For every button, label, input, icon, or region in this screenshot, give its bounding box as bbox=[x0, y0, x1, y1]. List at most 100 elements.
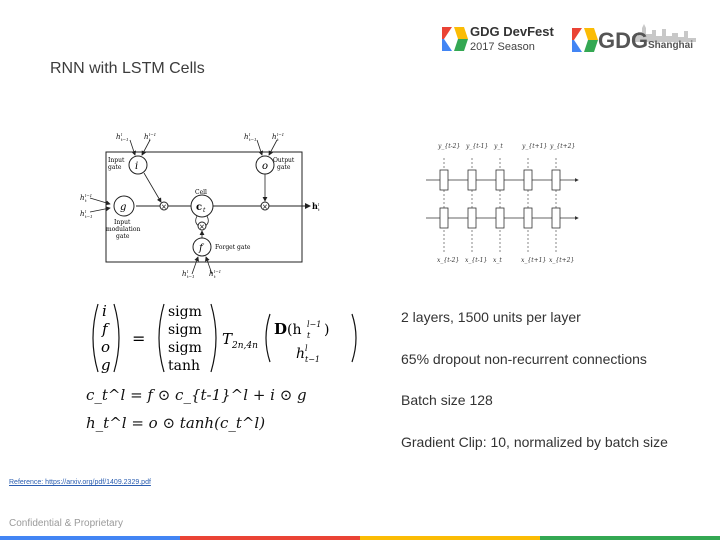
svg-text:l−1: l−1 bbox=[214, 269, 221, 274]
T-subscript: 2n,4n bbox=[231, 341, 258, 351]
svg-text:t: t bbox=[214, 274, 216, 279]
svg-text:h: h bbox=[209, 270, 214, 278]
input-label-4: x_{t+2} bbox=[549, 257, 574, 264]
vec-left-0: i bbox=[102, 302, 107, 320]
lstm-unit-0-2 bbox=[495, 169, 505, 191]
svg-text:(h: (h bbox=[287, 322, 301, 338]
node-i: i bbox=[135, 161, 138, 172]
svg-text:t−1: t−1 bbox=[249, 137, 257, 142]
bar-blue bbox=[0, 536, 180, 540]
svg-text:t: t bbox=[85, 198, 87, 203]
svg-text:t: t bbox=[307, 331, 311, 340]
output-gate-line2: gate bbox=[277, 164, 291, 171]
bullet-gradclip: Gradient Clip: 10, normalized by batch s… bbox=[401, 434, 668, 450]
svg-text:×: × bbox=[262, 203, 268, 211]
lstm-unit-1-4 bbox=[551, 207, 561, 229]
svg-text:l: l bbox=[187, 269, 189, 274]
svg-text:l: l bbox=[318, 202, 320, 207]
T-symbol: T bbox=[222, 330, 233, 348]
gdg-chevron-icon bbox=[572, 28, 598, 52]
input-gate-line1: Input bbox=[108, 157, 125, 164]
lstm-equations: i f o g = sigm sigm sigm tanh T 2n,4n D … bbox=[84, 300, 384, 440]
bullet-batch: Batch size 128 bbox=[401, 392, 493, 408]
node-o: o bbox=[262, 161, 268, 172]
vec-left-2: o bbox=[101, 338, 110, 356]
output-label-1: y_{t-1} bbox=[465, 143, 488, 150]
gdg-devfest-logo: GDG DevFest 2017 Season bbox=[440, 21, 558, 57]
input-label-3: x_{t+1} bbox=[521, 257, 546, 264]
svg-text:t−1: t−1 bbox=[305, 355, 320, 364]
svg-text:h: h bbox=[296, 346, 305, 362]
svg-text:l−1: l−1 bbox=[277, 132, 284, 137]
svg-text:): ) bbox=[324, 322, 329, 338]
svg-text:t−1: t−1 bbox=[121, 137, 129, 142]
reference-link[interactable]: Reference: https://arxiv.org/pdf/1409.23… bbox=[9, 479, 151, 486]
vec-right-0: sigm bbox=[168, 304, 202, 320]
node-f: f bbox=[198, 243, 205, 254]
svg-text:×: × bbox=[161, 203, 167, 211]
svg-text:l: l bbox=[121, 132, 123, 137]
input-label-1: x_{t-1} bbox=[465, 257, 487, 264]
lstm-unit-1-1 bbox=[467, 207, 477, 229]
svg-text:t−1: t−1 bbox=[85, 214, 93, 219]
svg-text:t: t bbox=[149, 137, 151, 142]
imod-line3: gate bbox=[116, 233, 130, 240]
svg-text:t: t bbox=[277, 137, 279, 142]
google-color-bar bbox=[0, 536, 720, 540]
output-label-4: y_{t+2} bbox=[549, 143, 575, 150]
devfest-title: GDG DevFest bbox=[470, 24, 554, 39]
skyline-icon bbox=[632, 24, 696, 42]
svg-text:l: l bbox=[85, 209, 87, 214]
output-label-0: y_{t-2} bbox=[437, 143, 460, 150]
vec-right-3: tanh bbox=[168, 358, 200, 374]
input-label-2: x_t bbox=[493, 257, 502, 264]
D-symbol: D bbox=[274, 320, 287, 338]
svg-text:h: h bbox=[144, 133, 149, 141]
bullet-layers: 2 layers, 1500 units per layer bbox=[401, 309, 581, 325]
gdg-city: Shanghai bbox=[648, 40, 694, 51]
vec-right-1: sigm bbox=[168, 322, 202, 338]
lstm-unit-1-2 bbox=[495, 207, 505, 229]
svg-text:×: × bbox=[199, 223, 205, 231]
lstm-cell-diagram: i g × c t × f × o Input gate Output gate… bbox=[80, 132, 320, 279]
svg-text:h: h bbox=[116, 133, 121, 141]
lstm-unit-0-1 bbox=[467, 169, 477, 191]
gdg-wordmark: GDG bbox=[598, 28, 649, 53]
bullet-dropout: 65% dropout non-recurrent connections bbox=[401, 351, 647, 367]
svg-text:l−1: l−1 bbox=[85, 193, 92, 198]
svg-text:l: l bbox=[249, 132, 251, 137]
input-label-0: x_{t-2} bbox=[437, 257, 459, 264]
bar-red bbox=[180, 536, 360, 540]
slide-title: RNN with LSTM Cells bbox=[50, 60, 205, 77]
svg-text:l: l bbox=[305, 344, 308, 353]
unrolled-rnn-diagram: y_{t-2} x_{t-2} y_{t-1} x_{t-1} y_t x_t y_{t+1… bbox=[426, 143, 579, 264]
output-gate-line1: Output bbox=[273, 157, 295, 164]
lstm-unit-1-0 bbox=[439, 207, 449, 229]
gdg-chevron-icon bbox=[442, 27, 468, 51]
svg-text:l−1: l−1 bbox=[149, 132, 156, 137]
hidden-equation: h_t^l = o ⊙ tanh(c_t^l) bbox=[86, 414, 266, 432]
imod-line1: Input bbox=[114, 219, 131, 226]
lstm-unit-0-4 bbox=[551, 169, 561, 191]
svg-text:t−1: t−1 bbox=[187, 274, 195, 279]
node-g: g bbox=[120, 202, 126, 213]
svg-text:h: h bbox=[312, 201, 318, 211]
svg-text:h: h bbox=[80, 194, 85, 202]
output-label-3: y_{t+1} bbox=[521, 143, 547, 150]
confidential-footer: Confidential & Proprietary bbox=[9, 518, 123, 529]
vec-right-2: sigm bbox=[168, 340, 202, 356]
svg-text:=: = bbox=[132, 329, 145, 348]
svg-text:h: h bbox=[182, 270, 187, 278]
node-c-sub: t bbox=[203, 207, 206, 214]
cell-equation: c_t^l = f ⊙ c_{t-1}^l + i ⊙ g bbox=[86, 386, 307, 404]
forget-gate-label: Forget gate bbox=[215, 244, 251, 251]
svg-text:l−1: l−1 bbox=[307, 320, 321, 329]
imod-line2: modulation bbox=[106, 226, 140, 233]
input-gate-line2: gate bbox=[108, 164, 122, 171]
svg-text:h: h bbox=[272, 133, 277, 141]
output-label-2: y_t bbox=[493, 143, 503, 150]
node-c: c bbox=[196, 202, 202, 213]
bar-green bbox=[540, 536, 720, 540]
devfest-season: 2017 Season bbox=[470, 41, 535, 53]
gdg-shanghai-logo: GDG Shanghai bbox=[570, 20, 700, 60]
